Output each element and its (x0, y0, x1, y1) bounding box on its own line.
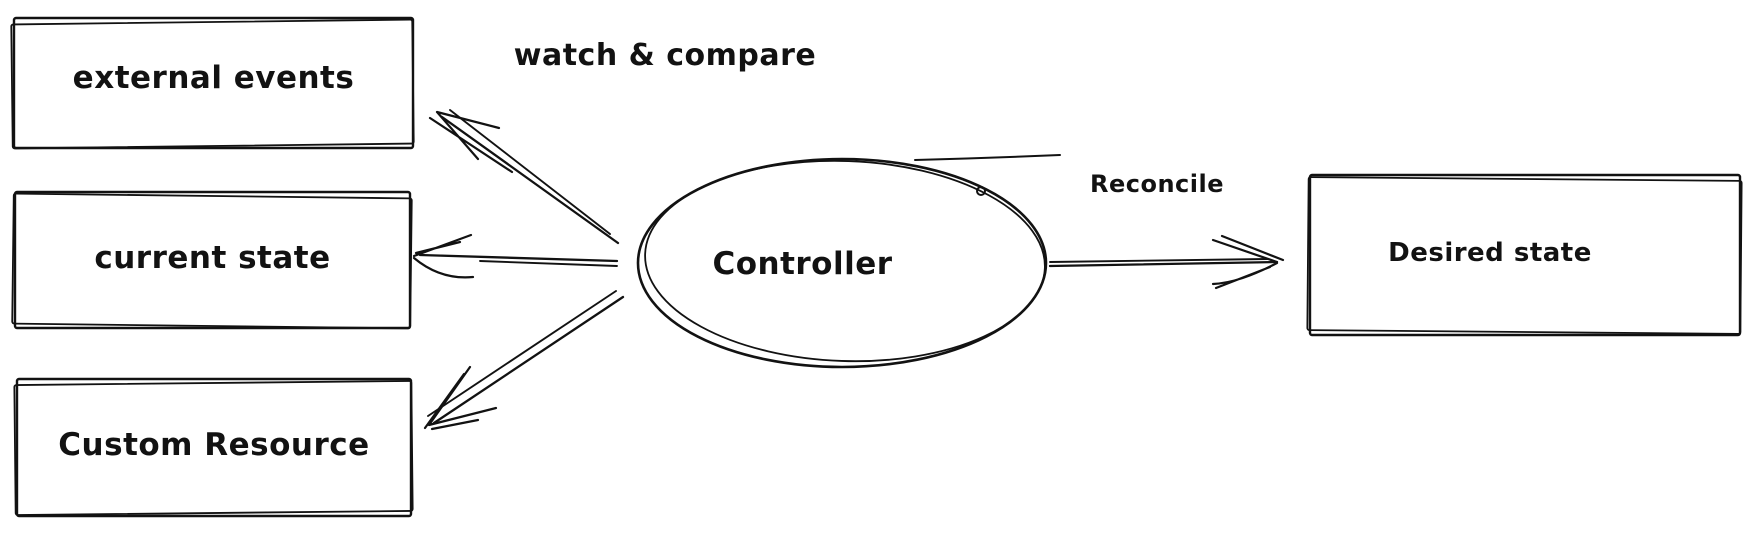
arrow-line-overdraw (1049, 258, 1269, 263)
box-outline-overdraw (1306, 176, 1743, 335)
external-events-box (10, 16, 415, 150)
controller-label: Controller (712, 246, 893, 282)
current-state-box (11, 190, 413, 330)
arrow-controller-to-external-events (428, 109, 620, 245)
arrow-controller-to-custom-resource (423, 290, 625, 431)
box-outline-overdraw (11, 192, 413, 330)
box-outline (1308, 173, 1742, 337)
arrow-line-overdraw (479, 260, 618, 267)
ellipse-outline-overdraw (644, 159, 1046, 363)
custom-resource-label: Custom Resource (58, 427, 370, 463)
external-events-label: external events (72, 60, 355, 96)
arrow-line (418, 253, 619, 263)
arrowhead (428, 110, 514, 174)
box-outline-overdraw (10, 18, 415, 150)
desired-state-label: Desired state (1388, 238, 1592, 268)
arrow-line (432, 295, 625, 425)
box-outline-overdraw (13, 380, 414, 516)
arrowhead (412, 233, 475, 279)
arrowhead (423, 365, 498, 431)
box-outline (15, 377, 413, 518)
watch-and-compare-label: watch & compare (513, 38, 817, 73)
arrow-line (440, 115, 620, 245)
current-state-label: current state (94, 240, 331, 276)
arrow-line-overdraw (427, 290, 617, 417)
ellipse-knot (976, 186, 986, 196)
desired-state-box (1306, 173, 1743, 337)
ellipse-outline (636, 157, 1048, 369)
custom-resource-box (13, 377, 414, 518)
controller-ellipse (636, 154, 1061, 369)
arrow-line-overdraw (449, 109, 611, 235)
reconcile-label: Reconcile (1089, 170, 1224, 198)
ellipse-stroke-tail (914, 154, 1061, 161)
arrow-line (1048, 260, 1279, 268)
arrow-controller-to-current-state (412, 233, 619, 279)
arrowhead (1211, 234, 1285, 290)
box-outline (13, 190, 412, 330)
arrow-controller-to-desired-state (1048, 234, 1285, 290)
